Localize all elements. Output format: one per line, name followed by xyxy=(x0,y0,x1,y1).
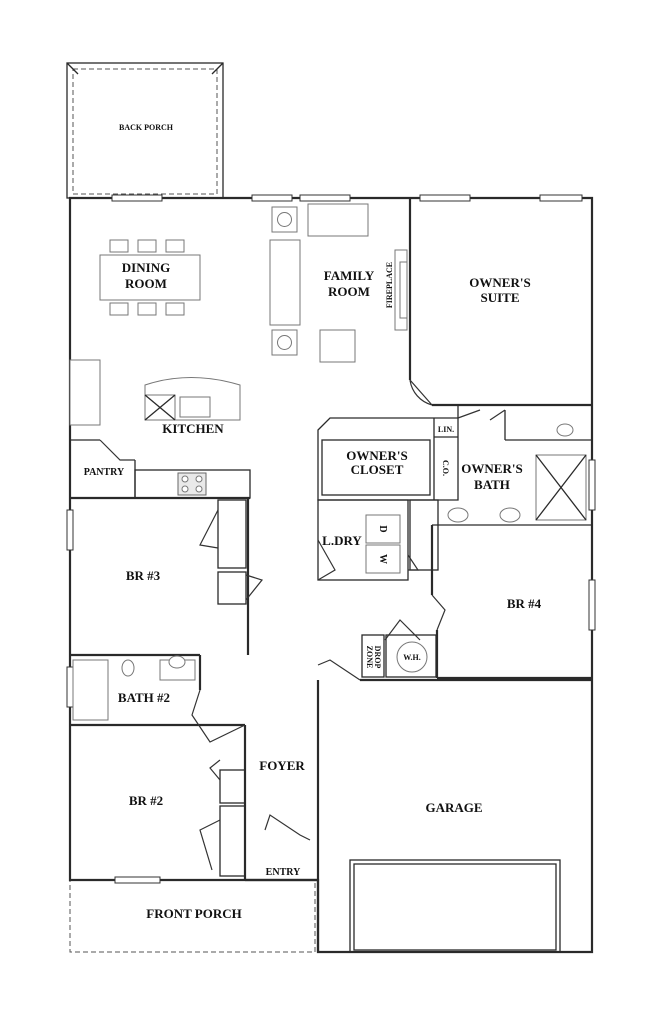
dining-room-label-1: DINING xyxy=(122,260,170,275)
garage-label: GARAGE xyxy=(425,800,482,815)
water-heater-label: W.H. xyxy=(403,653,421,662)
kitchen-fixtures xyxy=(69,359,241,496)
front-porch-label: FRONT PORCH xyxy=(146,906,241,921)
doors xyxy=(99,379,506,871)
br4-label: BR #4 xyxy=(507,596,542,611)
kitchen-label: KITCHEN xyxy=(162,421,224,436)
pantry-label: PANTRY xyxy=(84,467,125,478)
laundry-label: L.DRY xyxy=(322,533,362,548)
fireplace-label: FIREPLACE xyxy=(385,262,394,308)
entry-label: ENTRY xyxy=(266,867,301,878)
drop-zone-label-1: DROP xyxy=(373,646,382,669)
owners-bath-label-1: OWNER'S xyxy=(461,461,522,476)
owners-suite-label-1: OWNER'S xyxy=(469,275,530,290)
interior-walls xyxy=(70,198,592,952)
bath2-label: BATH #2 xyxy=(118,690,170,705)
owners-suite-label-2: SUITE xyxy=(480,290,519,305)
bath-fixtures xyxy=(72,423,587,721)
co-label: C.O. xyxy=(441,460,450,476)
windows xyxy=(66,194,596,884)
drop-zone-label-2: ZONE xyxy=(365,646,374,669)
br3-label: BR #3 xyxy=(126,568,161,583)
laundry-fixtures xyxy=(365,514,401,574)
lin-label: LIN. xyxy=(438,425,454,434)
family-room-label-2: ROOM xyxy=(328,284,370,299)
owners-bath-label-2: BATH xyxy=(474,477,510,492)
back-porch-label: BACK PORCH xyxy=(119,123,174,132)
family-room-label-1: FAMILY xyxy=(324,268,375,283)
br2-label: BR #2 xyxy=(129,793,163,808)
dining-room-label-2: ROOM xyxy=(125,276,167,291)
owners-closet-label-1: OWNER'S xyxy=(346,448,407,463)
dryer-label: D xyxy=(377,525,388,532)
dining-table xyxy=(99,239,201,316)
owners-closet-label-2: CLOSET xyxy=(351,462,404,477)
washer-label: W xyxy=(377,554,388,564)
family-room-furniture xyxy=(269,203,408,363)
foyer-label: FOYER xyxy=(259,758,305,773)
